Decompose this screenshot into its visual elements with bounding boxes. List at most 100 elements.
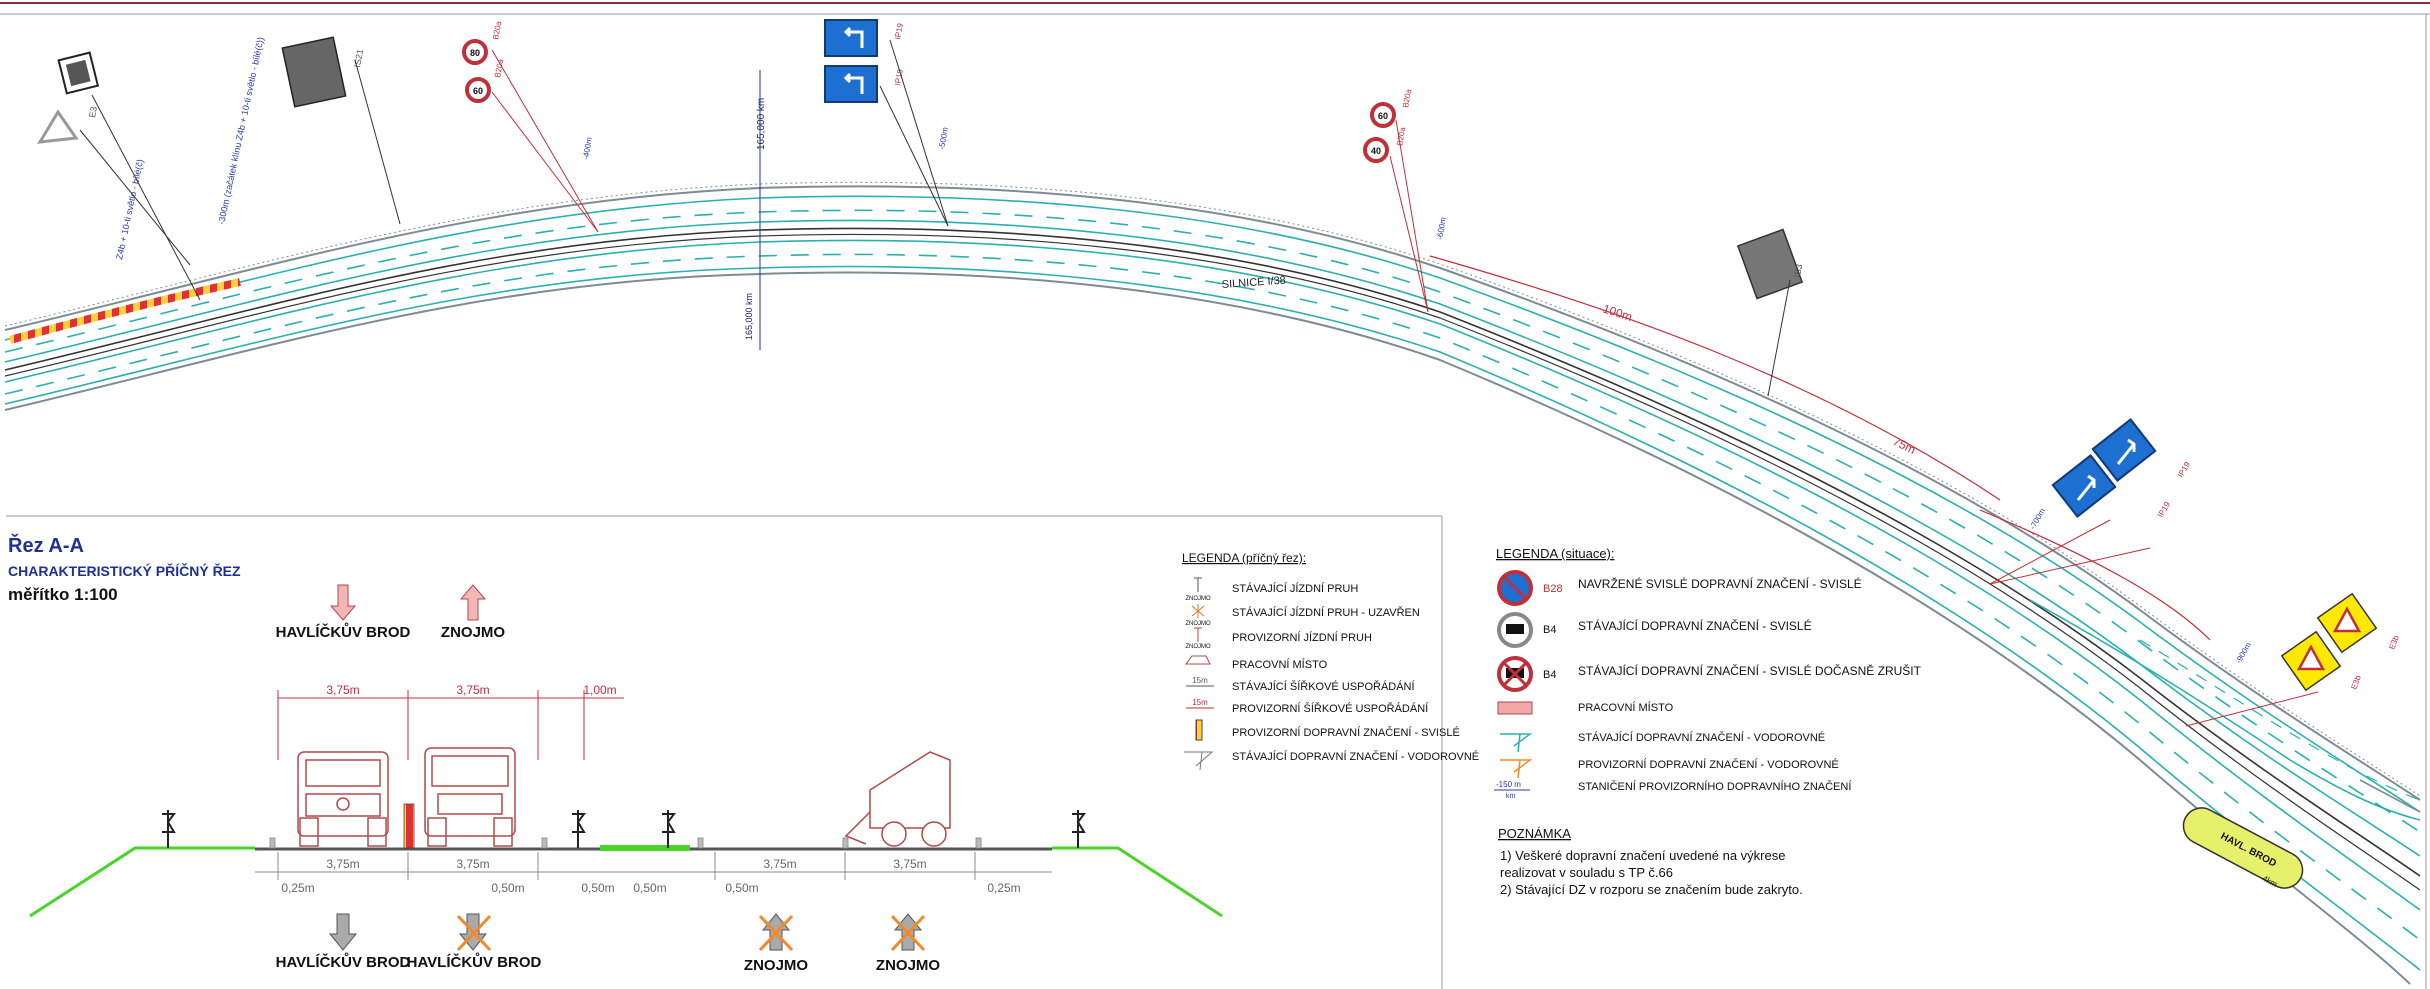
- ramp-branch: [2029, 599, 2421, 821]
- lane-line-3: [4, 239, 2421, 911]
- svg-text:STANIČENÍ PROVIZORNÍHO DOPRAVN: STANIČENÍ PROVIZORNÍHO DOPRAVNÍHO ZNAČEN…: [1578, 780, 1852, 793]
- svg-text:E3b: E3b: [2349, 674, 2363, 691]
- dir-havlickuv-bottom-2: HAVLÍČKŮV BROD: [407, 952, 542, 971]
- lane-centre-dashed: [4, 209, 2421, 833]
- svg-text:3,75m: 3,75m: [893, 857, 926, 871]
- svg-text:B20a: B20a: [1395, 126, 1407, 147]
- z4b-text-1: Z4b + 10-ti světlo - bílé(č): [114, 158, 145, 260]
- dir-havlickuv-top: HAVLÍČKŮV BROD: [276, 622, 411, 641]
- barrier-post: [403, 803, 415, 849]
- dir-havlickuv-bottom-1: HAVLÍČKŮV BROD: [276, 952, 411, 971]
- svg-text:B4: B4: [1543, 669, 1556, 681]
- svg-text:ZNOJMO: ZNOJMO: [1185, 596, 1211, 602]
- dir-znojmo-top: ZNOJMO: [441, 624, 506, 641]
- svg-text:3,75m: 3,75m: [326, 683, 359, 697]
- direction-sign-pair-1: IP19 IP19 -500m: [824, 19, 950, 227]
- svg-text:-150 m: -150 m: [1496, 780, 1521, 789]
- svg-text:PRACOVNÍ MÍSTO: PRACOVNÍ MÍSTO: [1232, 658, 1328, 671]
- svg-text:-500m: -500m: [937, 126, 950, 150]
- svg-text:0,50m: 0,50m: [725, 881, 758, 895]
- gray-info-sign: [1736, 228, 1804, 300]
- lane-marks: [269, 837, 982, 849]
- arrow-crossed-up-icon-2: [890, 913, 926, 952]
- arrow-down-gray-icon: [328, 913, 358, 951]
- note-line-2: realizovat v souladu s TP č.66: [1500, 865, 1673, 880]
- distance-100m-label: 100m: [1601, 302, 1634, 325]
- svg-text:E3b: E3b: [2387, 634, 2401, 651]
- road-name-label: SILNICE I/38: [1221, 275, 1286, 291]
- legend-plan-icons: [1497, 570, 1533, 779]
- section-scale: měřítko 1:100: [8, 585, 118, 604]
- arrow-crossed-icon: [456, 913, 492, 952]
- e3-label: E3: [87, 106, 99, 119]
- truck-front-icon: [297, 751, 389, 847]
- legend-plan-title: LEGENDA (situace):: [1496, 546, 1615, 561]
- km-marker-label: 165,000 km: [756, 98, 767, 150]
- svg-text:B4: B4: [1543, 624, 1556, 636]
- speed-sign-pair-2: 60 40 B20a B20a -600m: [1363, 88, 1448, 313]
- svg-text:-900m: -900m: [2234, 641, 2253, 665]
- svg-text:15m: 15m: [1192, 698, 1208, 707]
- svg-text:80: 80: [470, 48, 480, 58]
- svg-text:0,50m: 0,50m: [633, 881, 666, 895]
- road-edge-outer-top: [4, 185, 2421, 801]
- arrow-up-icon: [459, 584, 487, 621]
- svg-text:15m: 15m: [1192, 676, 1208, 685]
- dir-znojmo-bottom-2: ZNOJMO: [876, 957, 941, 974]
- lane-line-1: [4, 195, 2421, 813]
- svg-text:60: 60: [473, 86, 483, 96]
- legend-section-title: LEGENDA (příčný řez):: [1182, 551, 1306, 565]
- svg-text:0,25m: 0,25m: [987, 881, 1020, 895]
- plan-labels: SILNICE I/38 165,000 km 165,000 km 100m …: [114, 36, 1918, 457]
- section-subtitle: CHARAKTERISTICKÝ PŘÍČNÝ ŘEZ: [8, 562, 241, 579]
- svg-text:B20a: B20a: [1401, 88, 1413, 109]
- svg-text:3,75m: 3,75m: [456, 683, 489, 697]
- note-line-3: 2) Stávající DZ v rozporu se značením bu…: [1500, 882, 1803, 897]
- km-marker-label-lower: 165,000 km: [744, 293, 754, 340]
- svg-text:PROVIZORNÍ JÍZDNÍ PRUH: PROVIZORNÍ JÍZDNÍ PRUH: [1232, 631, 1372, 644]
- distance-75m-label: 75m: [1891, 434, 1918, 457]
- svg-text:km: km: [1506, 793, 1516, 800]
- svg-text:IP19: IP19: [2156, 500, 2172, 519]
- dimension-top: [277, 690, 624, 760]
- speed-sign-pair-1: 80 60 B20a B20a -400m: [462, 20, 599, 233]
- lane-line-2: [4, 219, 2421, 857]
- svg-text:B28: B28: [1543, 583, 1563, 595]
- sign-panel-gray-large: [281, 36, 347, 108]
- svg-text:PROVIZORNÍ DOPRAVNÍ ZNAČENÍ -: PROVIZORNÍ DOPRAVNÍ ZNAČENÍ - SVISLÉ: [1232, 726, 1460, 739]
- svg-text:PROVIZORNÍ DOPRAVNÍ ZNAČENÍ -: PROVIZORNÍ DOPRAVNÍ ZNAČENÍ - VODOROVNÉ: [1578, 758, 1839, 771]
- guardrails: [162, 810, 1086, 848]
- svg-text:40: 40: [1371, 146, 1381, 156]
- warning-triangle-icon: [37, 109, 79, 144]
- arrow-crossed-up-icon-1: [758, 913, 794, 952]
- svg-text:STÁVAJÍCÍ JÍZDNÍ PRUH - UZAVŘE: STÁVAJÍCÍ JÍZDNÍ PRUH - UZAVŘEN: [1232, 606, 1420, 619]
- road-plan: [4, 181, 2421, 985]
- svg-text:B20a: B20a: [493, 58, 505, 79]
- svg-text:0,50m: 0,50m: [491, 881, 524, 895]
- median-line-1: [4, 227, 2421, 877]
- work-zone-hatch: [8, 278, 241, 344]
- note-block: POZNÁMKA 1) Veškeré dopravní značení uve…: [1498, 826, 1803, 897]
- arrow-down-icon: [329, 584, 357, 621]
- median-line-2: [4, 233, 2421, 891]
- svg-text:-400m: -400m: [581, 136, 594, 160]
- embankment-right: [1052, 846, 1223, 918]
- svg-text:STÁVAJÍCÍ DOPRAVNÍ ZNAČENÍ - S: STÁVAJÍCÍ DOPRAVNÍ ZNAČENÍ - SVISLÉ DOČA…: [1578, 663, 1922, 678]
- svg-text:1,00m: 1,00m: [583, 683, 616, 697]
- svg-text:3,75m: 3,75m: [763, 857, 796, 871]
- is21-label: IS21: [352, 48, 365, 68]
- svg-text:IP19: IP19: [893, 22, 905, 40]
- svg-text:NAVRŽENÉ SVISLÉ DOPRAVNÍ ZNAČE: NAVRŽENÉ SVISLÉ DOPRAVNÍ ZNAČENÍ - SVISL…: [1578, 576, 1862, 591]
- legend-plan: LEGENDA (situace): -150 m km B28 B4 B4 N…: [1494, 546, 1922, 800]
- svg-text:PRACOVNÍ MÍSTO: PRACOVNÍ MÍSTO: [1578, 701, 1674, 714]
- svg-text:IP19: IP19: [2176, 460, 2192, 479]
- svg-text:PROVIZORNÍ ŠÍŘKOVÉ USPOŘÁDÁNÍ: PROVIZORNÍ ŠÍŘKOVÉ USPOŘÁDÁNÍ: [1232, 702, 1429, 715]
- svg-text:STÁVAJÍCÍ DOPRAVNÍ ZNAČENÍ - V: STÁVAJÍCÍ DOPRAVNÍ ZNAČENÍ - VODOROVNÉ: [1232, 750, 1479, 763]
- legend-section-icons: [1184, 577, 1214, 771]
- svg-text:0,25m: 0,25m: [281, 881, 314, 895]
- warning-sign-pair: E3b E3b -900m: [2185, 592, 2401, 727]
- svg-text:B20a: B20a: [491, 20, 503, 41]
- z4b-text-2: -300m (začátek klínu Z4b + 10-ti světlo …: [216, 36, 266, 225]
- svg-text:3,75m: 3,75m: [456, 857, 489, 871]
